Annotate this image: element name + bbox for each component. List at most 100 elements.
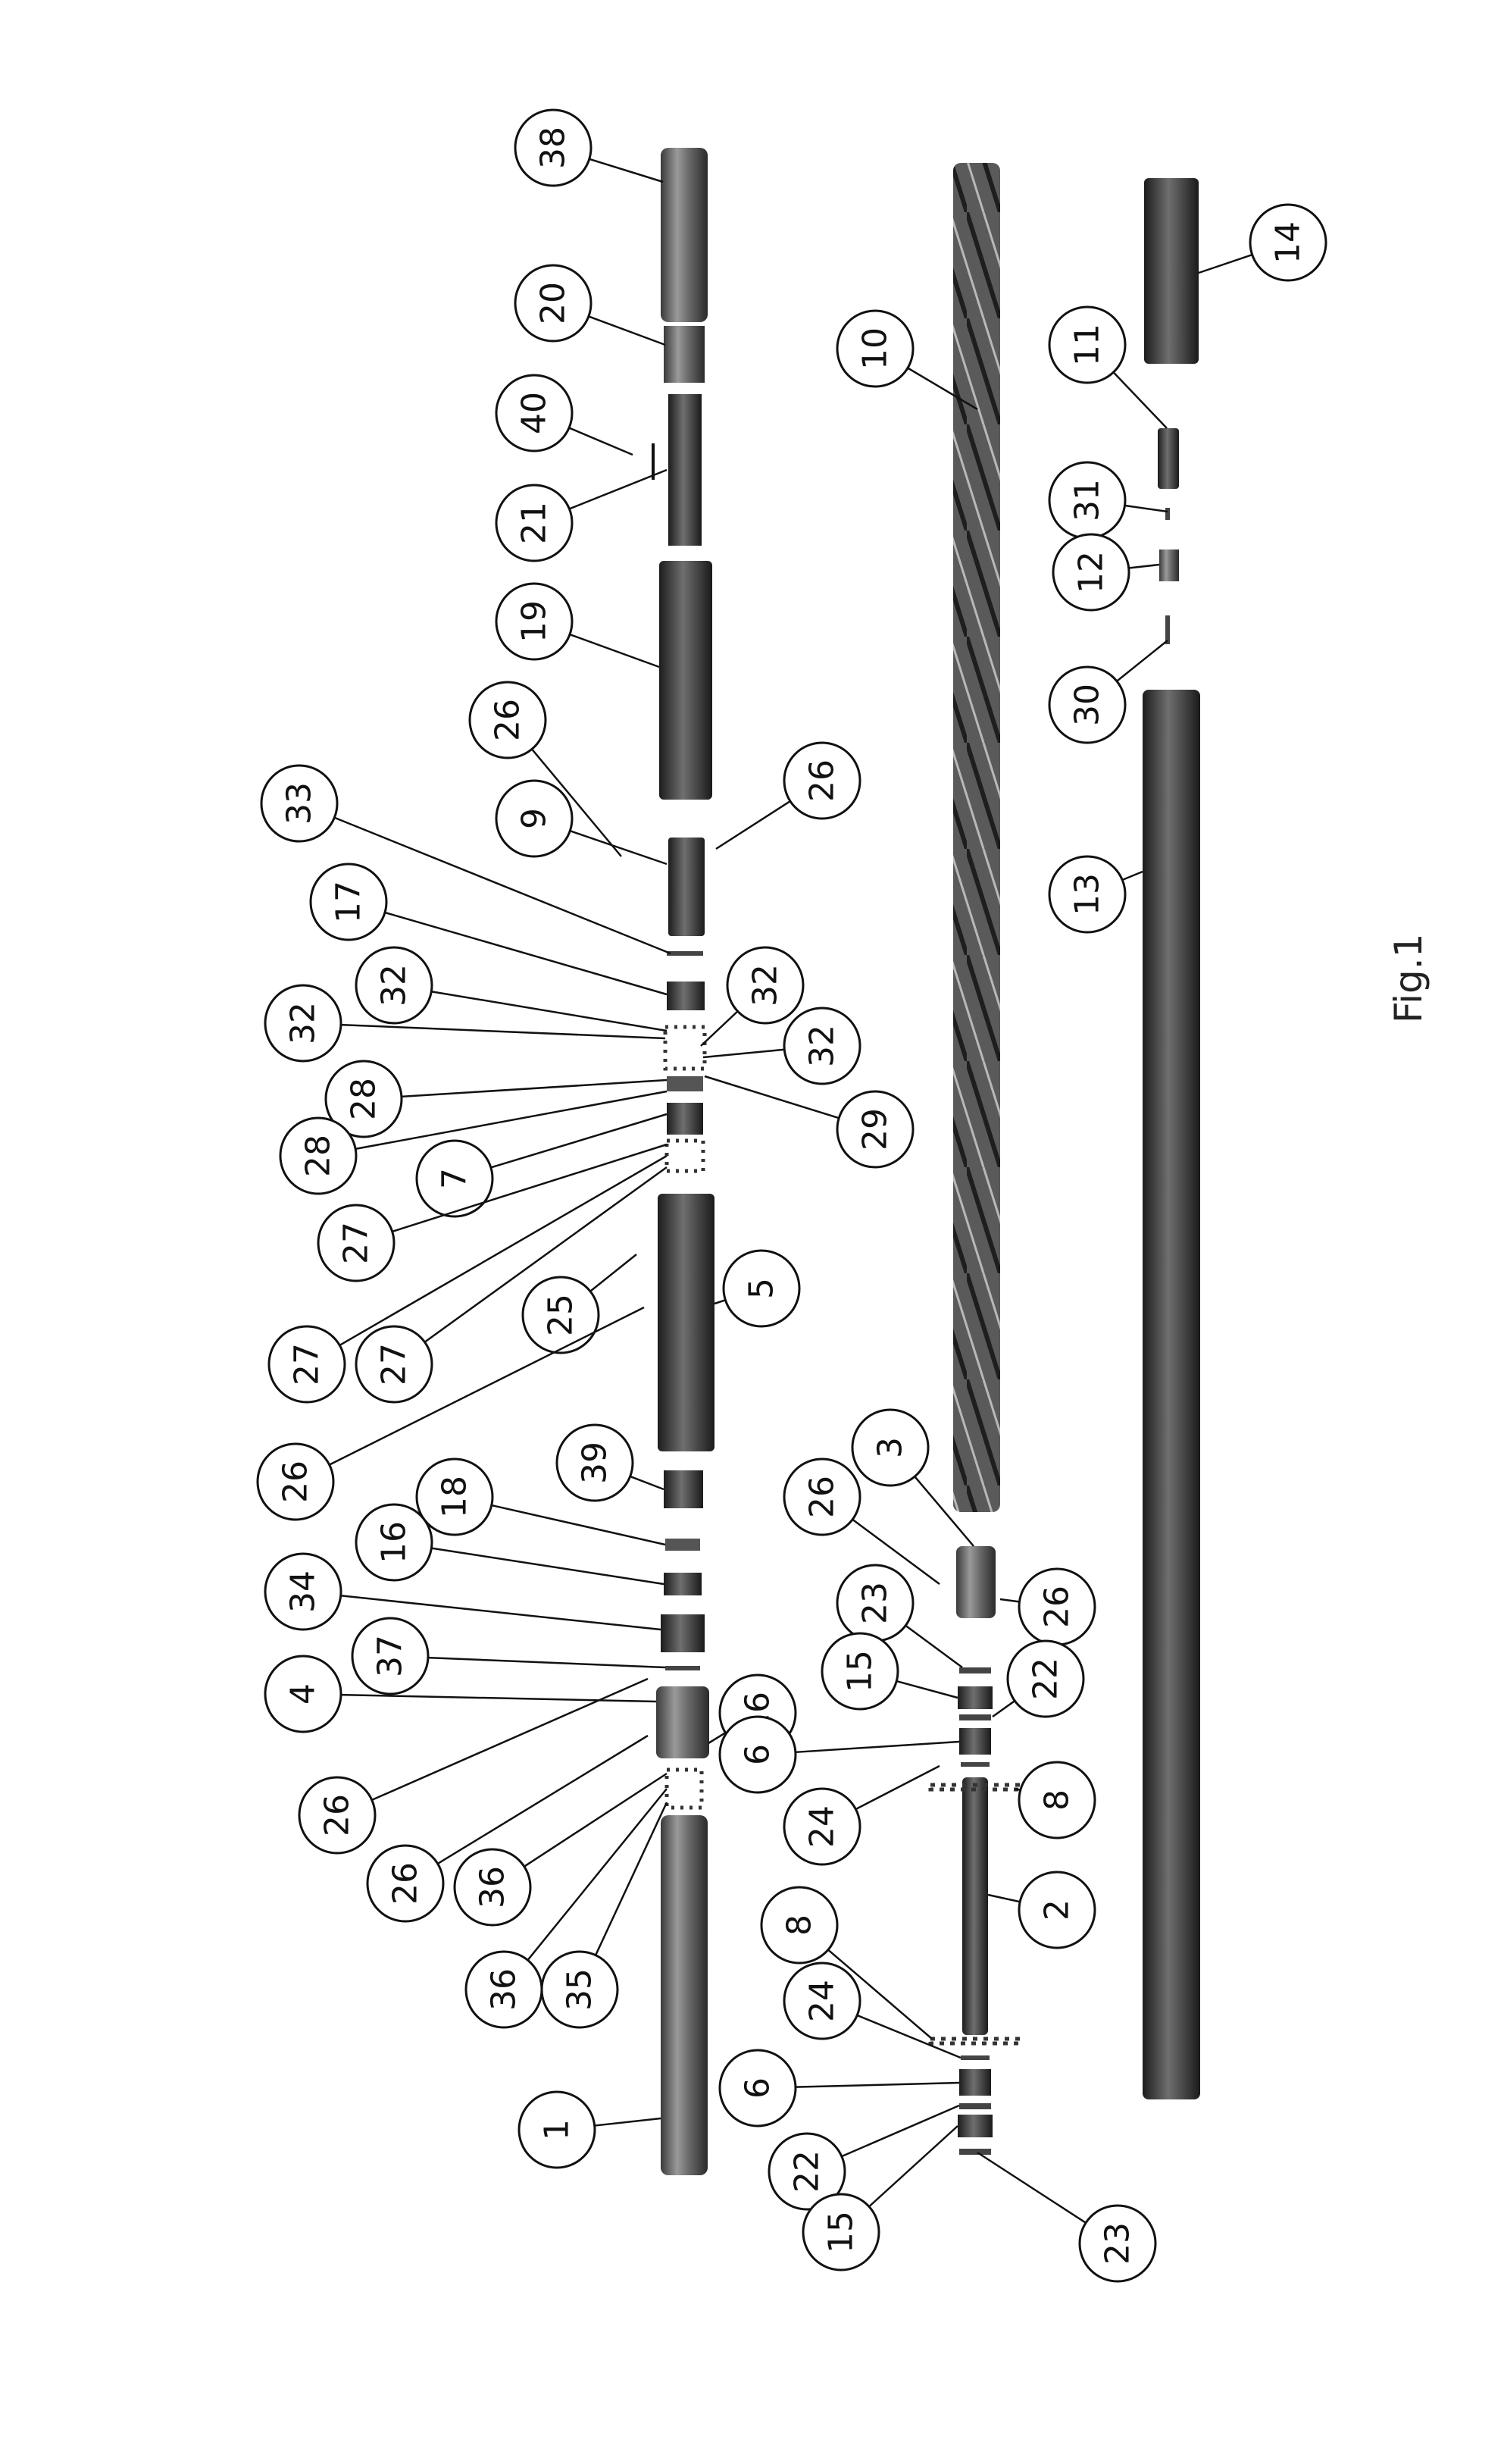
- leader-line: [491, 1114, 667, 1167]
- callout-c29: 29: [705, 1076, 913, 1167]
- callout-c25: 25: [523, 1254, 636, 1353]
- callout-label: 14: [1269, 221, 1308, 264]
- leader-line: [855, 1766, 940, 1809]
- callout-c37: 37: [352, 1618, 665, 1694]
- part-34: [661, 1614, 705, 1652]
- part-24-bottom: [961, 2055, 990, 2060]
- part-14: [1144, 178, 1199, 364]
- callout-label: 27: [288, 1343, 327, 1385]
- leader-line: [570, 634, 659, 667]
- callout-label: 16: [375, 1521, 414, 1564]
- callout-c14: 14: [1199, 205, 1326, 280]
- callout-c24b: 24: [784, 1963, 961, 2058]
- callout-c27a: 27: [318, 1144, 667, 1281]
- callout-label: 18: [436, 1476, 474, 1518]
- callout-label: 6: [739, 2077, 777, 2099]
- callout-c9: 9: [496, 781, 667, 864]
- leader-line: [438, 1736, 648, 1864]
- leader-line: [569, 470, 667, 509]
- callout-c26b: 26: [716, 743, 860, 849]
- callout-c8a: 8: [1015, 1762, 1095, 1838]
- leader-line: [701, 1011, 738, 1046]
- part-22-top: [959, 1714, 991, 1720]
- callout-c39: 39: [557, 1425, 664, 1501]
- leader-line: [1125, 506, 1168, 512]
- leader-line: [1122, 872, 1143, 880]
- callout-c23b: 23: [977, 2152, 1155, 2281]
- part-12: [1159, 549, 1179, 581]
- callout-c32a: 32: [356, 947, 667, 1031]
- callout-label: 3: [871, 1437, 910, 1458]
- part-10-cable: [953, 163, 1000, 1512]
- callout-c38: 38: [515, 110, 663, 186]
- part-23-top: [959, 1667, 991, 1673]
- callout-label: 32: [746, 964, 785, 1007]
- callout-label: 13: [1068, 873, 1107, 916]
- part-15-bottom: [958, 2115, 993, 2137]
- callout-label: 40: [515, 392, 554, 434]
- callout-label: 7: [436, 1168, 474, 1189]
- leader-line: [977, 2152, 1086, 2223]
- leader-line: [570, 831, 667, 864]
- callout-label: 38: [534, 127, 573, 169]
- callout-c2: 2: [988, 1872, 1095, 1948]
- callout-label: 19: [515, 600, 554, 643]
- callout-label: 29: [856, 1108, 895, 1151]
- leader-line: [988, 1895, 1020, 1902]
- part-15-top: [958, 1686, 993, 1709]
- leader-line: [716, 801, 790, 849]
- callout-label: 11: [1068, 324, 1107, 366]
- callout-label: 2: [1038, 1899, 1077, 1921]
- part-32-rings: [665, 1027, 705, 1069]
- leader-line: [590, 1254, 636, 1291]
- callout-c40: 40: [496, 375, 633, 455]
- leader-line: [428, 1658, 665, 1667]
- callout-label: 8: [1038, 1789, 1077, 1811]
- column-cable-string: [930, 163, 1020, 2155]
- callout-label: 35: [561, 1968, 599, 2011]
- callout-label: 15: [841, 1650, 880, 1692]
- callout-c35: 35: [542, 1802, 667, 2027]
- callout-label: 21: [515, 502, 554, 544]
- callout-c28a: 28: [326, 1061, 667, 1137]
- leader-line: [589, 159, 663, 182]
- part-16: [664, 1573, 702, 1595]
- callout-label: 24: [803, 1805, 842, 1848]
- leader-line: [796, 2083, 959, 2087]
- leader-line: [703, 1050, 784, 1057]
- callout-label: 39: [576, 1442, 614, 1484]
- leader-line: [402, 1080, 667, 1097]
- callout-label: 26: [803, 1476, 842, 1518]
- part-21: [668, 394, 702, 546]
- callout-label: 4: [284, 1683, 323, 1705]
- part-33: [667, 951, 703, 956]
- callout-c26h: 26: [1000, 1569, 1095, 1645]
- callout-c34: 34: [265, 1554, 661, 1630]
- part-20: [664, 326, 705, 383]
- callout-label: 15: [822, 2211, 861, 2253]
- callout-label: 36: [474, 1866, 512, 1908]
- part-8-bottom: [930, 2039, 1020, 2043]
- part-30: [1165, 615, 1170, 644]
- callout-label: 37: [371, 1635, 410, 1677]
- part-23-bottom: [959, 2149, 991, 2155]
- part-13: [1143, 690, 1200, 2099]
- callout-label: 32: [284, 1002, 323, 1044]
- leader-line: [431, 1548, 664, 1584]
- leader-line: [1129, 565, 1159, 568]
- leader-line: [524, 1774, 667, 1867]
- part-22-bottom: [959, 2103, 991, 2109]
- leader-line: [492, 1505, 665, 1545]
- callout-c4: 4: [265, 1656, 656, 1732]
- part-36-35-rings: [667, 1770, 702, 1808]
- leader-line: [569, 427, 633, 455]
- figure-label: Fig.1: [1387, 934, 1431, 1023]
- leader-line: [993, 1701, 1015, 1717]
- column-tube-string: [1143, 178, 1200, 2099]
- callout-c5: 5: [714, 1251, 799, 1326]
- callout-label: 6: [739, 1744, 777, 1765]
- callout-c36a: 36: [455, 1774, 667, 1925]
- column-main-string: [652, 148, 714, 2175]
